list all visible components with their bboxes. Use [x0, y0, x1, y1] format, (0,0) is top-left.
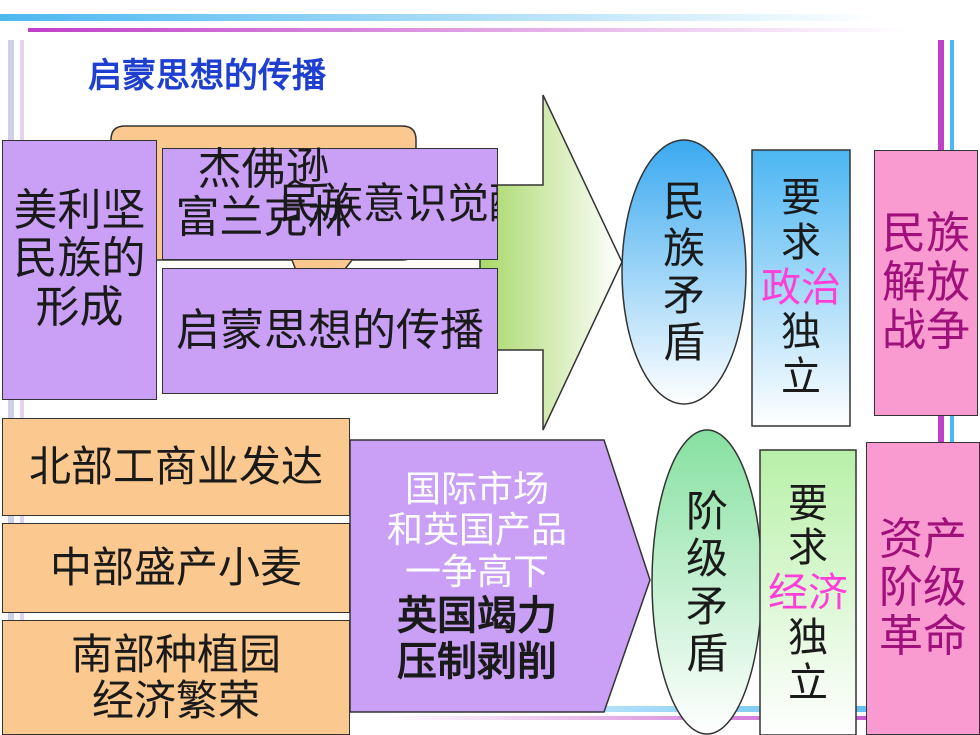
ellipse-top-text: 民族矛盾	[662, 176, 705, 368]
market-line3: 一争高下	[404, 551, 549, 593]
awakening-box: 民族意识觉醒	[162, 148, 498, 260]
awakening-text: 民族意识觉醒	[279, 179, 497, 229]
ellipse-top: 民族矛盾	[622, 140, 746, 404]
demand-bottom-highlight: 经济	[768, 570, 848, 617]
market-arrow-shape	[349, 439, 651, 713]
south-line2: 经济繁荣	[91, 675, 260, 725]
south-box: 南部种植园 经济繁荣	[2, 620, 350, 735]
market-line4: 英国竭力	[397, 593, 557, 640]
page-title: 启蒙思想的传播	[88, 56, 326, 96]
spread-text: 启蒙思想的传播	[176, 304, 484, 356]
ellipse-bottom-text: 阶级矛盾	[685, 487, 728, 678]
market-line5: 压制剥削	[397, 639, 557, 686]
market-line1: 国际市场	[404, 468, 549, 510]
middle-box: 中部盛产小麦	[2, 523, 350, 613]
result-bottom-box: 资产阶级革命	[866, 442, 980, 735]
demand-bottom: 要求 经济 独立	[760, 452, 856, 735]
formation-text: 美利坚民族的形成	[13, 185, 146, 333]
result-bottom-text: 资产阶级革命	[879, 513, 967, 662]
demand-bg-bottom	[759, 449, 857, 735]
demand-top-highlight: 政治	[761, 264, 841, 311]
ellipse-bg-top	[621, 139, 747, 405]
callout-line1: 杰佛逊	[197, 143, 330, 195]
result-top-text: 民族解放战争	[882, 208, 970, 357]
arrow-shape	[479, 94, 623, 431]
result-top-box: 民族解放战争	[874, 150, 978, 416]
demand-bg-top	[751, 149, 851, 427]
demand-top: 要求 政治 独立	[752, 150, 850, 426]
callout-line2: 富兰克林	[175, 192, 352, 243]
ellipse-bottom: 阶级矛盾	[652, 430, 762, 735]
demand-bottom-part1: 要求	[788, 480, 828, 572]
market-line2: 和英国产品	[386, 510, 567, 552]
market-box: 国际市场 和英国产品 一争高下 英国竭力 压制剥削	[352, 446, 602, 708]
demand-top-part1: 要求	[781, 175, 821, 266]
spread-box: 启蒙思想的传播	[162, 268, 498, 394]
callout: 杰佛逊 富兰克林	[111, 130, 416, 258]
south-line1: 南部种植园	[70, 630, 281, 680]
demand-top-part2: 独立	[781, 309, 821, 401]
north-box: 北部工商业发达	[2, 418, 350, 516]
north-text: 北部工商业发达	[28, 442, 323, 492]
demand-bottom-part2: 独立	[788, 614, 828, 706]
formation-box: 美利坚民族的形成	[2, 140, 157, 400]
middle-text: 中部盛产小麦	[49, 543, 302, 593]
